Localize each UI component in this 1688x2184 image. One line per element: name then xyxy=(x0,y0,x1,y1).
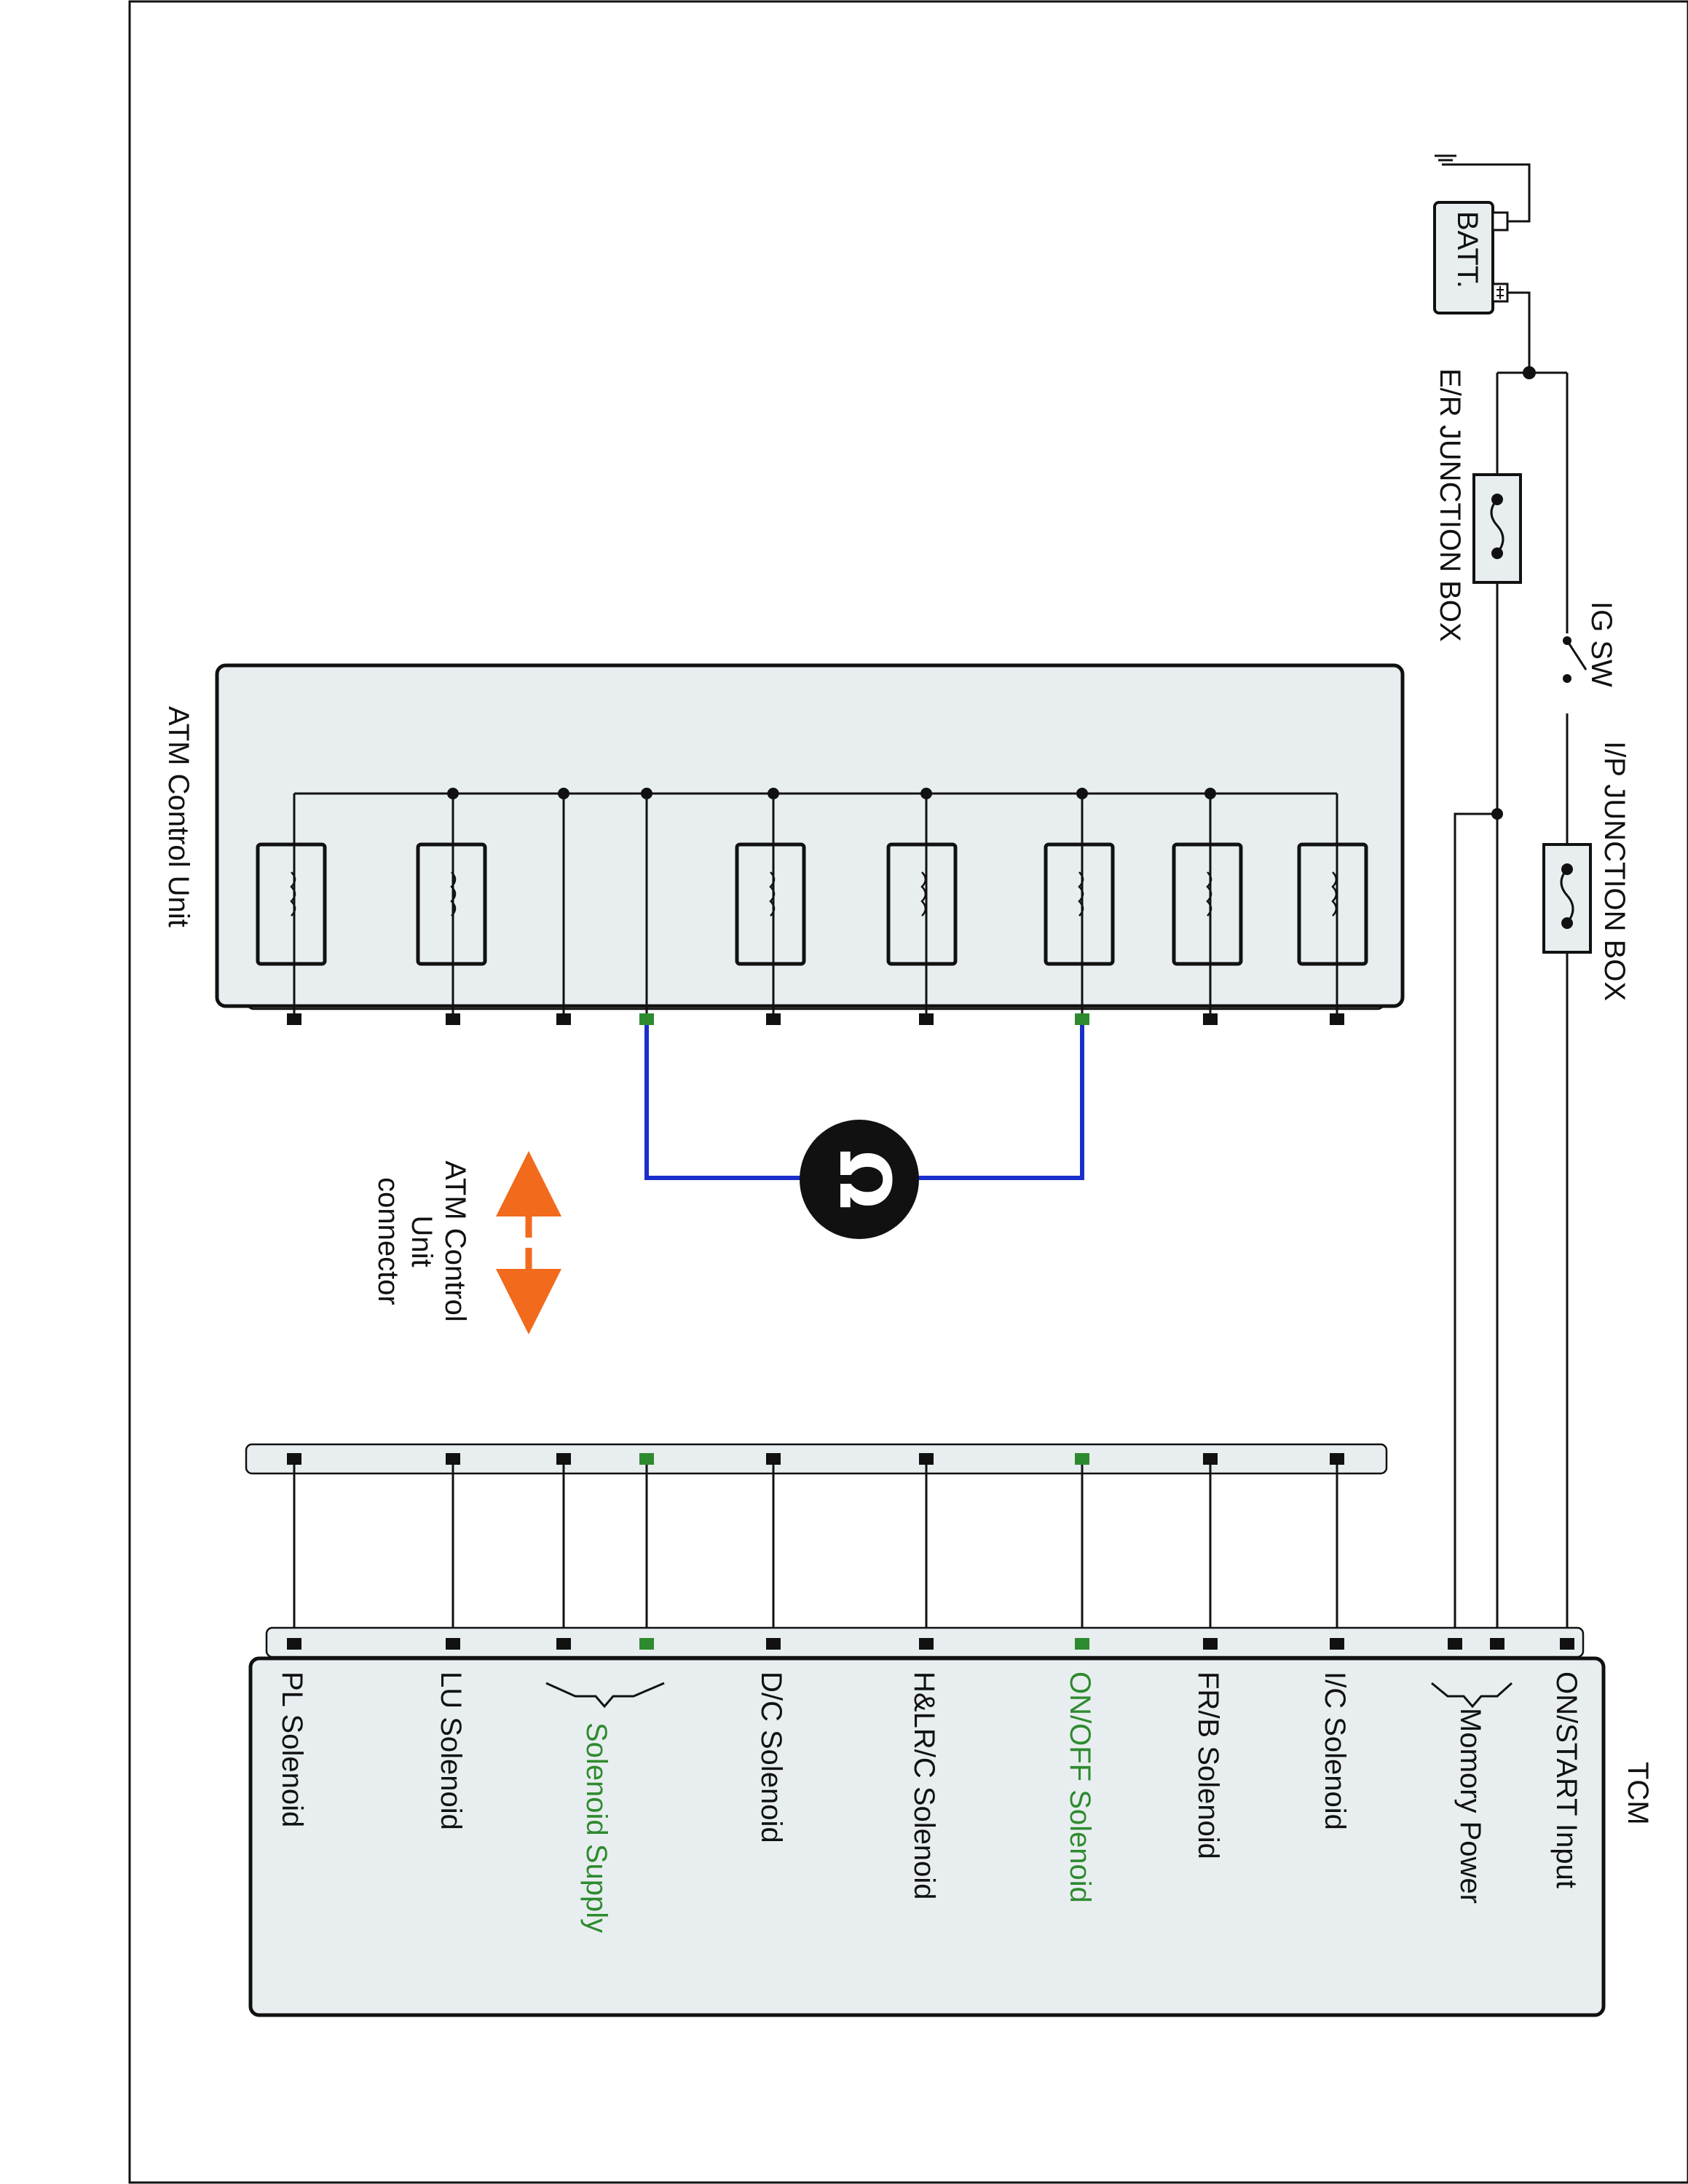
atm-control-unit-label: ATM Control Unit xyxy=(162,706,194,927)
atm-connector-label-line2: Unit xyxy=(406,1215,438,1267)
ground-icon xyxy=(1435,154,1456,166)
tcm-pin-label: Momory Power xyxy=(1454,1708,1486,1904)
tcm-pin-label: ON/START Input xyxy=(1550,1671,1582,1888)
svg-text:Ω: Ω xyxy=(824,1150,905,1209)
ig-sw-label: IG SW xyxy=(1585,601,1617,687)
page-frame xyxy=(128,0,1688,2184)
atm-internal-coils xyxy=(256,842,1368,966)
tcm-pin-label: PL Solenoid xyxy=(276,1671,308,1827)
tcm-pin-labels: ON/START Input Momory Power I/C Solenoid… xyxy=(276,1671,1582,1933)
measurement-lead-left xyxy=(644,1025,830,1180)
tcm-module xyxy=(248,1626,1606,2017)
tcm-pin-label: I/C Solenoid xyxy=(1319,1671,1351,1830)
atm-connector-label-line3: connector xyxy=(372,1177,404,1305)
er-junction-box-label: E/R JUNCTION BOX xyxy=(1434,368,1466,642)
tcm-pin-label: D/C Solenoid xyxy=(755,1671,787,1843)
tcm-label: TCM xyxy=(1622,1762,1654,1825)
batt-label: BATT. xyxy=(1451,211,1483,288)
ip-junction-fuse xyxy=(1542,843,1592,954)
atm-control-unit xyxy=(215,663,1405,1025)
er-junction-fuse xyxy=(1472,473,1522,584)
ig-switch xyxy=(1558,633,1588,713)
tcm-pin-label: Solenoid Supply xyxy=(580,1722,612,1933)
tcm-pin-label: ON/OFF Solenoid xyxy=(1064,1671,1096,1903)
tcm-pin-label: LU Solenoid xyxy=(435,1671,467,1830)
tcm-pin-label: H&LR/C Solenoid xyxy=(908,1671,940,1900)
atm-connector-label-line1: ATM Control xyxy=(439,1160,471,1322)
ip-junction-box-label: I/P JUNCTION BOX xyxy=(1598,741,1630,1001)
harness-connector xyxy=(245,1443,1388,1475)
atm-connector-label: ATM Control Unit connector xyxy=(372,1160,471,1322)
atm-connector-pins xyxy=(287,1013,1344,1025)
tcm-pin-label: FR/B Solenoid xyxy=(1192,1671,1224,1859)
measurement-lead-right xyxy=(888,1025,1084,1180)
battery: BATT. xyxy=(1433,201,1509,314)
tcm-pins xyxy=(287,1638,1574,1650)
ohm-meter-icon: Ω xyxy=(800,1120,919,1239)
